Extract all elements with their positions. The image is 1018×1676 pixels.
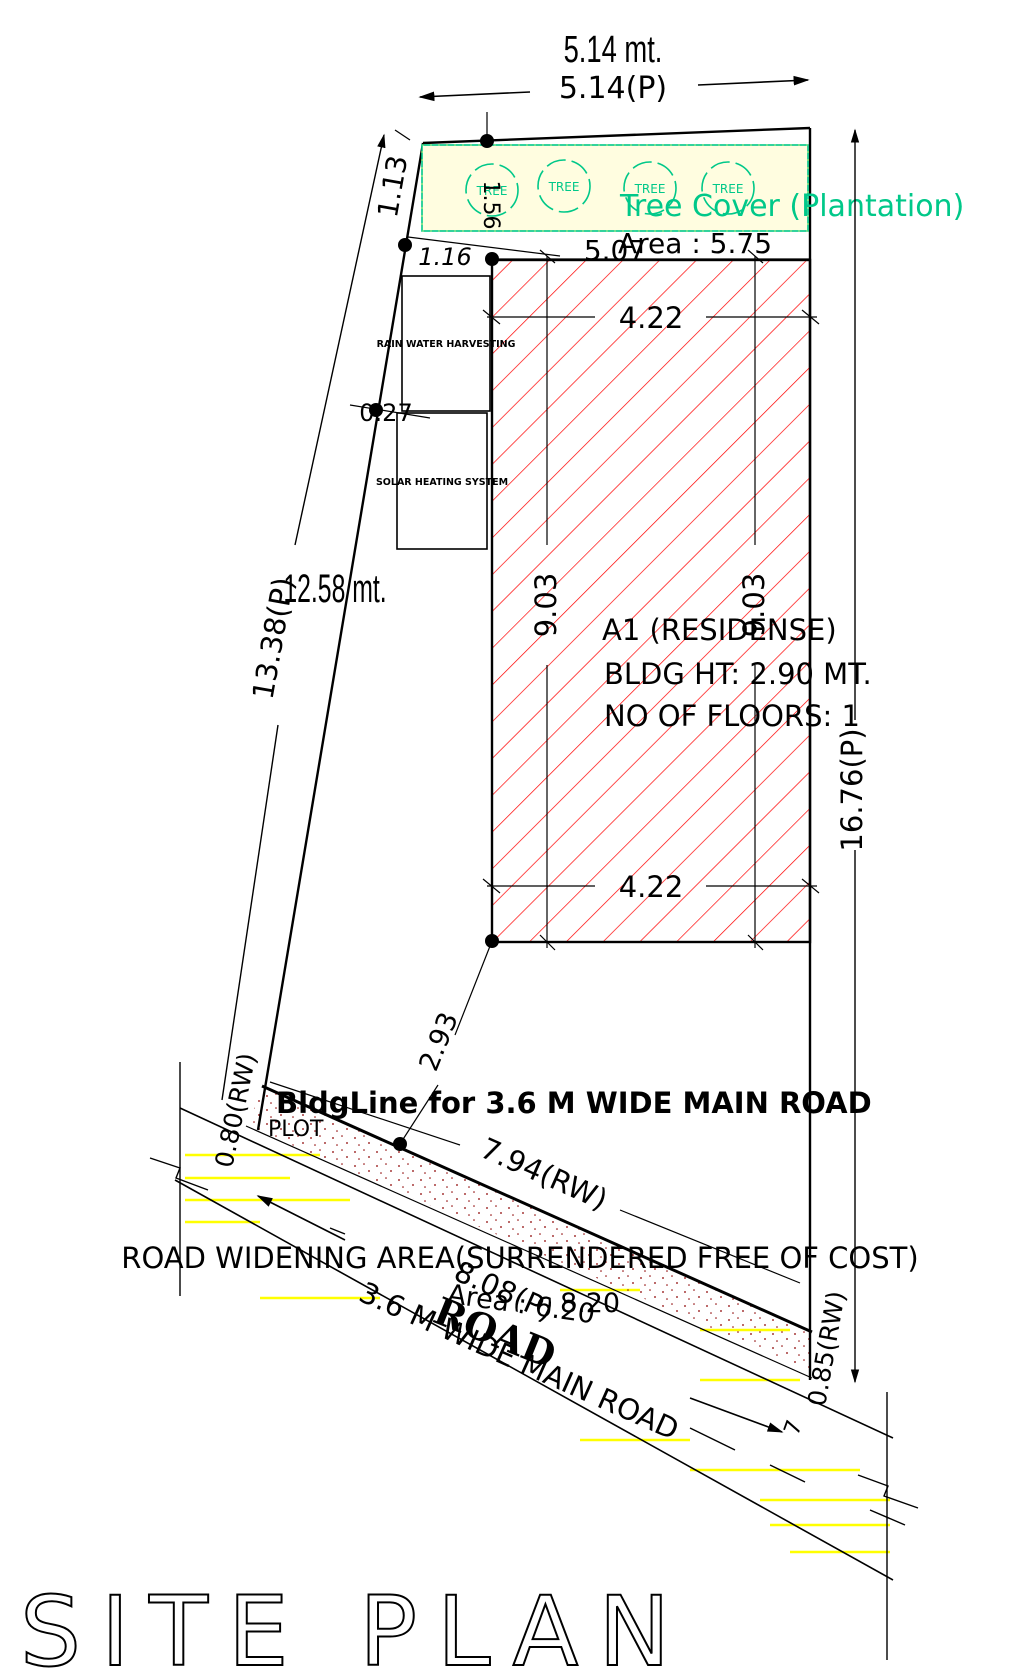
tree-cover: TREE TREE TREE TREE Tree Cover (Plantati… bbox=[421, 144, 964, 260]
building-height: BLDG HT: 2.90 MT. bbox=[604, 657, 872, 691]
tree-symbol-3: TREE bbox=[623, 161, 677, 215]
dimension-top: 5.14 mt. 5.14(P) bbox=[418, 29, 810, 141]
rwh-label: RAIN WATER HARVESTING bbox=[377, 339, 516, 350]
dim-width-507: 5.07 bbox=[584, 234, 646, 267]
solar-heating-system: SOLAR HEATING SYSTEM bbox=[376, 412, 508, 550]
dim-right-p: 16.76(P) bbox=[835, 728, 869, 851]
dim-offset-116: 1.16 bbox=[418, 243, 471, 271]
tree-label-2: TREE bbox=[548, 180, 580, 194]
dim-bldg-h-left: 9.03 bbox=[529, 573, 563, 638]
tree-symbol-4: TREE bbox=[701, 161, 755, 215]
dimension-gap-027: 0.27 bbox=[349, 399, 431, 427]
dimension-building-heights: 9.03 9.03 bbox=[529, 249, 771, 951]
dim-bldg-h-right: 9.03 bbox=[737, 573, 771, 638]
tree-cover-label: Tree Cover (Plantation) bbox=[619, 189, 964, 224]
dim-setback-293: 2.93 bbox=[413, 1008, 464, 1075]
dimension-right: 16.76(P) bbox=[835, 128, 869, 1384]
tree-label-3: TREE bbox=[634, 182, 666, 196]
building-name: A1 (RESIDENSE) bbox=[602, 613, 837, 647]
solar-label: SOLAR HEATING SYSTEM bbox=[376, 477, 508, 488]
rain-water-harvesting: RAIN WATER HARVESTING bbox=[377, 275, 516, 412]
tree-symbol-2: TREE bbox=[537, 159, 591, 213]
road-widening-text: ROAD WIDENING AREA(SURRENDERED FREE OF C… bbox=[121, 1241, 918, 1447]
building-floors: NO OF FLOORS: 1 bbox=[604, 699, 860, 733]
building-a1: A1 (RESIDENSE) BLDG HT: 2.90 MT. NO OF F… bbox=[490, 258, 872, 944]
building-line-label: BldgLine for 3.6 M WIDE MAIN ROAD bbox=[276, 1086, 872, 1120]
drawing-title: SITE PLAN bbox=[20, 1576, 690, 1676]
tree-symbol-1: TREE bbox=[465, 163, 519, 217]
dim-bldg-top-w: 4.22 bbox=[619, 301, 684, 335]
road-band bbox=[149, 1062, 919, 1660]
dim-top-p: 5.14(P) bbox=[559, 71, 667, 106]
road-widening-label: ROAD WIDENING AREA(SURRENDERED FREE OF C… bbox=[121, 1241, 918, 1275]
plot-label: PLOT bbox=[268, 1117, 324, 1142]
dim-gap-027: 0.27 bbox=[359, 399, 412, 427]
tree-area-label: Area : 5.75 bbox=[618, 227, 772, 260]
dim-top-mt: 5.14 mt. bbox=[564, 29, 663, 71]
dimension-left: 12.58 mt. 13.38(P) bbox=[221, 129, 411, 1101]
dim-bldg-bot-w: 4.22 bbox=[619, 870, 684, 904]
road-yellow-lines bbox=[185, 1153, 890, 1554]
dim-front-mt: 8.20 bbox=[560, 1288, 620, 1319]
dim-tree-strip-v: 1.56 bbox=[478, 181, 503, 230]
dim-left-mt: 12.58 mt. bbox=[283, 567, 386, 611]
tree-label-1: TREE bbox=[476, 184, 508, 198]
tree-label-4: TREE bbox=[712, 182, 744, 196]
dimension-building-widths: 4.22 4.22 bbox=[482, 301, 820, 904]
dim-left-p: 13.38(P) bbox=[246, 575, 301, 702]
road-widening-area bbox=[245, 1086, 813, 1379]
